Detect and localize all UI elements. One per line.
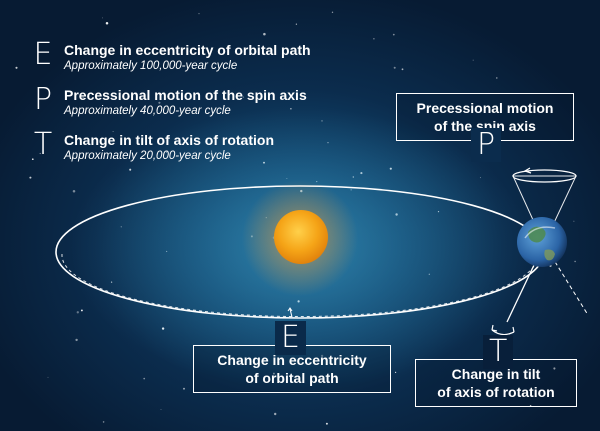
precession-arrow-icon [523, 167, 532, 174]
precession-letter: P [471, 128, 502, 162]
legend-letter: T [33, 127, 53, 162]
eccentricity-letter: E [275, 321, 306, 355]
earth [517, 217, 567, 267]
legend-title: Change in tilt of axis of rotation [64, 132, 274, 148]
precession-cone [512, 175, 577, 246]
star [31, 158, 34, 161]
star [574, 260, 576, 263]
star [472, 59, 474, 61]
orbit-path-near-side [55, 251, 545, 319]
star [198, 13, 200, 15]
legend-letter: P [33, 82, 53, 117]
eccentric-orbit-dashed [61, 253, 539, 318]
star [325, 422, 328, 425]
star [102, 421, 105, 423]
legend-cycle: Approximately 20,000-year cycle [64, 150, 231, 162]
star [82, 96, 84, 99]
precession-rotation-ellipse [512, 169, 577, 183]
eccentricity-arrow-icon [287, 307, 293, 312]
star [401, 68, 404, 71]
legend-title: Precessional motion of the spin axis [64, 87, 307, 103]
star [331, 11, 334, 13]
star [143, 377, 146, 380]
star [80, 309, 83, 312]
star [183, 387, 185, 390]
star [373, 38, 375, 40]
eccentricity-label-line1: Change in eccentricity [217, 352, 367, 368]
earth-clouds [524, 226, 556, 239]
tilt-label-line2: of axis of rotation [437, 384, 555, 400]
eccentricity-label-line2: of orbital path [245, 370, 339, 386]
precession-label-line2: of the spin axis [434, 118, 536, 134]
earth-land-south [544, 249, 555, 261]
star [496, 77, 498, 79]
legend-title: Change in eccentricity of orbital path [64, 42, 311, 58]
tilt-label-line1: Change in tilt [451, 366, 541, 382]
tilt-arrowhead-right-icon [508, 326, 515, 335]
star [29, 176, 32, 179]
star [112, 131, 114, 132]
star [263, 32, 266, 36]
star [72, 189, 76, 193]
tilt-arrowhead-left-icon [491, 324, 498, 332]
star [102, 17, 103, 19]
star [76, 311, 79, 314]
legend-letter: E [33, 37, 53, 72]
star [105, 22, 109, 25]
sun [274, 210, 328, 264]
star [15, 66, 18, 69]
legend-cycle: Approximately 100,000-year cycle [64, 60, 238, 72]
star [295, 23, 298, 25]
precession-label-line1: Precessional motion [416, 100, 554, 116]
star [393, 66, 396, 69]
star [274, 412, 277, 416]
star [573, 220, 575, 222]
star [553, 367, 556, 370]
star [160, 408, 162, 410]
star [242, 96, 245, 98]
star [39, 152, 41, 155]
star [75, 338, 78, 342]
eccentricity-pointer [289, 308, 293, 318]
star [47, 376, 49, 378]
star [392, 33, 395, 36]
star [158, 101, 161, 104]
legend-cycle: Approximately 40,000-year cycle [64, 105, 231, 117]
tilt-letter: T [483, 335, 514, 369]
